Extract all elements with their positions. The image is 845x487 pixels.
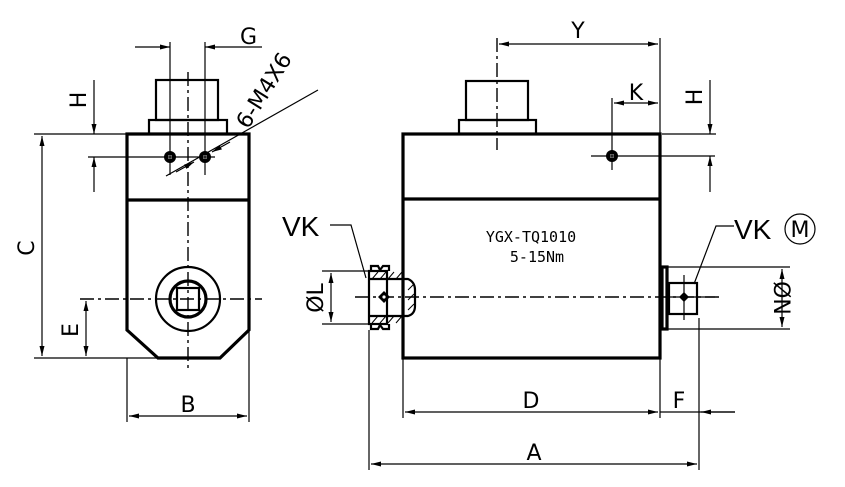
side-view-body: [401, 132, 662, 360]
dim-label-l: ØL: [304, 282, 329, 312]
end-view-boss-top: [154, 78, 220, 122]
dim-label-e: E: [59, 323, 84, 337]
vk-right-symbol: M: [791, 218, 810, 243]
vk-right-label: VK: [734, 214, 772, 245]
dim-label-a: A: [526, 441, 541, 466]
dim-label-n: ØN: [768, 281, 793, 315]
right-shaft: [660, 265, 715, 331]
vk-left-label: VK: [282, 211, 320, 242]
dim-label-g: G: [240, 25, 257, 50]
left-shaft-coupling: [367, 264, 417, 331]
product-range-label: 5-15Nm: [510, 248, 564, 266]
dim-label-k: K: [629, 81, 644, 106]
end-view: G H C E B 6-M4X6: [15, 25, 319, 422]
dim-label-h-left: H: [67, 92, 92, 109]
vk-right-symbol-circle: [784, 213, 816, 245]
square-drive: [175, 286, 201, 312]
dim-label-f: F: [673, 389, 686, 414]
vk-left-leader: [330, 224, 367, 279]
side-view: YGX-TQ1010 5-15Nm VK: [282, 19, 816, 470]
thread-callout-leader: [165, 89, 319, 177]
end-view-body: [125, 132, 251, 360]
dim-label-y: Y: [570, 19, 585, 44]
shaft-outer-circle: [154, 265, 222, 333]
vk-right-leader: [693, 225, 734, 285]
dim-label-b: B: [180, 393, 195, 418]
product-model-label: YGX-TQ1010: [486, 228, 576, 246]
dim-label-d: D: [523, 389, 540, 414]
dim-label-c: C: [15, 240, 40, 255]
dim-label-h-right: H: [683, 89, 708, 106]
shaft-inner-circle: [168, 279, 208, 319]
